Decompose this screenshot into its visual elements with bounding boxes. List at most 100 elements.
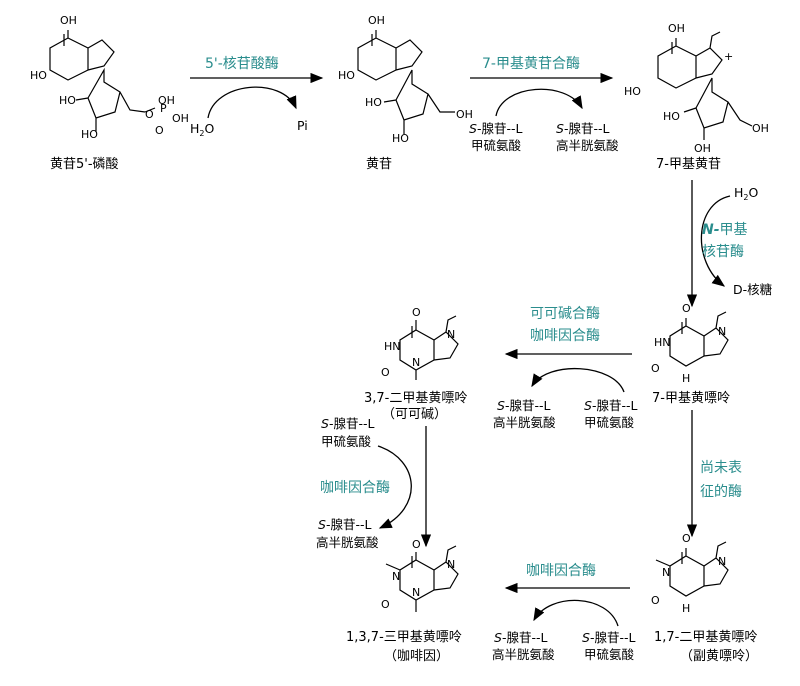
sah-label-2: 高半胱氨酸 — [493, 415, 556, 430]
atom-charge: + — [724, 50, 733, 63]
reaction-xmt: 7-甲基黄苷合酶 S-腺苷--L 甲硫氨酸 S-腺苷--L 高半胱氨酸 — [469, 55, 619, 153]
paraxanthine-structure: O N O H N 1,7-二甲基黄嘌呤 （副黄嘌呤） — [651, 532, 758, 664]
atom-n: N — [447, 328, 455, 341]
sah-label-2: 高半胱氨酸 — [556, 138, 619, 153]
sam-label: S-腺苷--L — [321, 416, 374, 431]
atom-oh: OH — [158, 94, 175, 107]
sam-label-2: 甲硫氨酸 — [584, 415, 635, 430]
sam-label-2: 甲硫氨酸 — [471, 138, 522, 153]
atom-ho: HO — [624, 85, 641, 98]
atom-ho: HO — [338, 69, 355, 82]
caffeine-structure: O N O N N 1,3,7-三甲基黄嘌呤 （咖啡因） — [346, 538, 462, 664]
water-label: H2O — [734, 185, 759, 202]
atom-o: O — [145, 108, 154, 121]
atom-n: N — [412, 356, 420, 369]
cofactor-arc — [700, 195, 731, 287]
cofactor-arc — [531, 368, 625, 393]
atom-n: N — [662, 566, 670, 579]
atom-ho: HO — [30, 69, 47, 82]
sah-label-2: 高半胱氨酸 — [492, 647, 555, 662]
sah-label: S-腺苷--L — [318, 517, 371, 532]
enzyme-label: 7-甲基黄苷合酶 — [482, 55, 580, 72]
sam-label-2: 甲硫氨酸 — [584, 647, 635, 662]
cofactor-arc — [495, 88, 583, 117]
atom-o: O — [381, 598, 390, 611]
atom-oh: OH — [668, 22, 685, 35]
methylxanthine-label: 7-甲基黄嘌呤 — [652, 390, 730, 406]
enzyme-label-2: 咖啡因合酶 — [530, 328, 600, 344]
atom-oh: OH — [172, 112, 189, 125]
atom-ho: HO — [365, 96, 382, 109]
enzyme-label: 咖啡因合酶 — [526, 563, 596, 579]
atom-p: P — [160, 102, 167, 115]
water-label: H2O — [190, 121, 215, 138]
atom-ho: HO — [392, 132, 409, 145]
atom-ho: HO — [663, 110, 680, 123]
theobromine-alt-label: （可可碱） — [382, 407, 447, 422]
atom-n: N — [412, 586, 420, 599]
reaction-theobromine-synthase: 可可碱合酶 咖啡因合酶 S-腺苷--L 高半胱氨酸 S-腺苷--L 甲硫氨酸 — [493, 306, 637, 430]
atom-oh: OH — [752, 122, 769, 135]
cofactor-arc — [377, 445, 412, 529]
reaction-nucleotidase: 5'-核苷酸酶 H2O Pi — [190, 56, 324, 138]
atom-ho: HO — [59, 94, 76, 107]
atom-n: N — [447, 558, 455, 571]
sam-label: S-腺苷--L — [582, 630, 635, 645]
theobromine-structure: O HN O N N 3,7-二甲基黄嘌呤 （可可碱） — [364, 306, 467, 422]
sam-label: S-腺苷--L — [469, 121, 522, 136]
atom-o: O — [381, 366, 390, 379]
reaction-caffeine-synthase-left: S-腺苷--L 甲硫氨酸 咖啡因合酶 S-腺苷--L 高半胱氨酸 — [316, 416, 432, 550]
atom-n: N — [392, 570, 400, 583]
atom-n: N — [718, 555, 726, 568]
atom-hn: HN — [654, 336, 671, 349]
paraxanthine-alt-label: （副黄嘌呤） — [680, 648, 758, 664]
atom-oh: OH — [456, 108, 473, 121]
atom-o: O — [155, 124, 164, 137]
xmp-structure: OH HO HO HO O P OH OH O 黄苷5'-磷酸 — [30, 14, 189, 172]
atom-o: O — [651, 362, 660, 375]
methylxanthosine-structure: OH + HO HO OH OH 7-甲基黄苷 — [624, 22, 769, 172]
enzyme-label-2: 征的酶 — [700, 484, 742, 500]
theobromine-label: 3,7-二甲基黄嘌呤 — [364, 390, 467, 406]
atom-oh: OH — [368, 14, 385, 27]
enzyme-label-2: 核苷酶 — [702, 244, 744, 260]
sam-label-2: 甲硫氨酸 — [321, 434, 372, 449]
atom-o: O — [682, 532, 691, 545]
methylxanthosine-label: 7-甲基黄苷 — [656, 157, 721, 172]
phosphate-label: Pi — [297, 118, 308, 133]
reaction-nucleosidase: H2O N-甲基 核苷酶 D-核糖 — [686, 180, 773, 308]
paraxanthine-label: 1,7-二甲基黄嘌呤 — [654, 629, 757, 645]
atom-o: O — [412, 306, 421, 319]
reaction-caffeine-synthase-bottom: 咖啡因合酶 S-腺苷--L 高半胱氨酸 S-腺苷--L 甲硫氨酸 — [492, 563, 635, 662]
atom-hn: HN — [384, 340, 401, 353]
sah-label: S-腺苷--L — [556, 121, 609, 136]
atom-ho: HO — [81, 128, 98, 141]
atom-o: O — [412, 538, 421, 551]
xanthosine-structure: OH HO HO HO OH 黄苷 — [338, 14, 473, 172]
atom-h: H — [682, 602, 690, 615]
xmp-label: 黄苷5'-磷酸 — [50, 157, 119, 172]
enzyme-label: 可可碱合酶 — [530, 306, 600, 322]
atom-oh: OH — [694, 142, 711, 155]
reaction-uncharacterized: 尚未表 征的酶 — [686, 410, 742, 538]
atom-o: O — [682, 302, 691, 315]
atom-h: H — [682, 372, 690, 385]
sah-label: S-腺苷--L — [497, 398, 550, 413]
caffeine-alt-label: （咖啡因） — [384, 649, 449, 664]
methylxanthine-structure: O HN O H N 7-甲基黄嘌呤 — [651, 302, 730, 406]
caffeine-label: 1,3,7-三甲基黄嘌呤 — [346, 629, 462, 645]
ribose-label: D-核糖 — [733, 282, 773, 297]
enzyme-label: N-甲基 — [702, 221, 748, 238]
atom-oh: OH — [60, 14, 77, 27]
enzyme-label: 5'-核苷酸酶 — [205, 56, 279, 72]
sah-label-2: 高半胱氨酸 — [316, 535, 379, 550]
atom-n: N — [718, 325, 726, 338]
cofactor-arc — [207, 86, 297, 119]
sah-label: S-腺苷--L — [494, 630, 547, 645]
enzyme-label: 咖啡因合酶 — [320, 480, 390, 496]
cofactor-arc — [533, 599, 619, 627]
atom-o: O — [651, 594, 660, 607]
xanthosine-label: 黄苷 — [366, 157, 392, 172]
sam-label: S-腺苷--L — [584, 398, 637, 413]
